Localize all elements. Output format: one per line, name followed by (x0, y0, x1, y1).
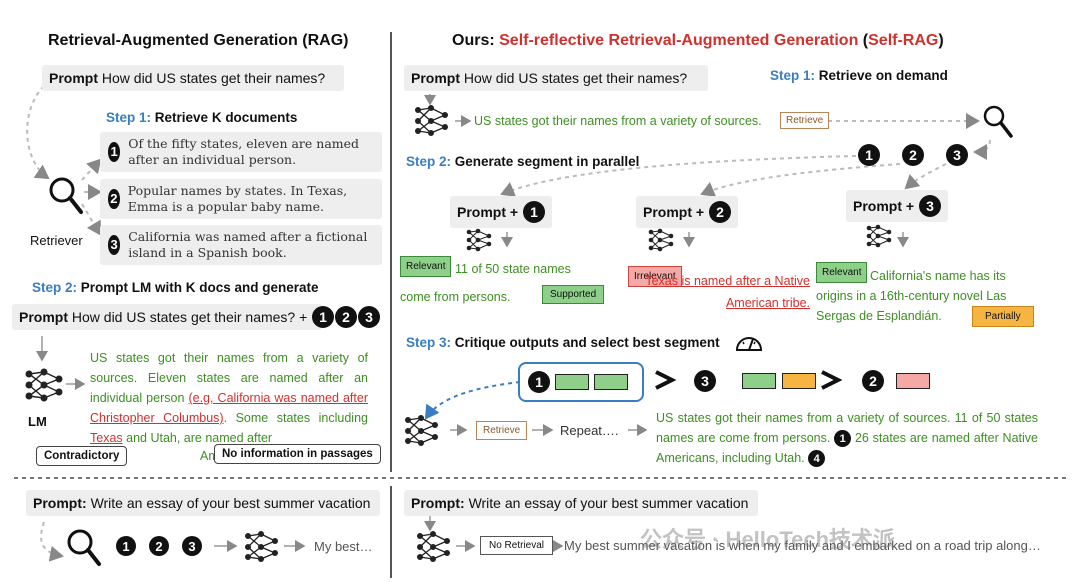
number-2-badge: 2 (108, 189, 120, 209)
relevant-tag-3: Relevant (816, 262, 868, 283)
rag-step2: Step 2: Prompt LM with K docs and genera… (32, 280, 319, 295)
neural-network-icon (245, 531, 278, 562)
number-1-badge: 1 (108, 142, 121, 162)
selfrag-bottom-output: My best summer vacation is when my famil… (564, 538, 1041, 553)
number-4-badge: 4 (808, 450, 826, 468)
retriever-label: Retriever (30, 233, 83, 248)
selfrag-title: Ours: Self-reflective Retrieval-Augmente… (452, 32, 944, 49)
partially-tag: Partially (972, 306, 1034, 327)
segment-2-text: Texas is named after a Native American t… (645, 274, 810, 310)
rag-output-text: US states got their names from a variety… (90, 351, 368, 445)
rag-prompt: Prompt How did US states get their names… (42, 65, 344, 91)
selfrag-final-output: US states got their names from a variety… (656, 408, 1038, 468)
neural-network-icon (415, 105, 448, 136)
irrelevant-tag: Irrelevant (628, 266, 682, 287)
segment-3-text: California's name has its origins in a 1… (816, 269, 1007, 323)
neural-network-icon (648, 228, 674, 252)
segment-3-rank: 3 (694, 370, 816, 392)
prompt-plus-2: Prompt +2 (636, 196, 739, 228)
supported-bar (594, 374, 628, 390)
segment-1-line2: come from persons. (400, 290, 511, 304)
retrieve-tag-2: Retrieve (476, 421, 528, 440)
rag-bottom-badges: 1 2 3 (116, 536, 202, 556)
gauge-icon (735, 337, 763, 351)
prompt-plus-3: Prompt +3 (846, 190, 949, 222)
selfrag-step3: Step 3: Critique outputs and select best… (406, 335, 720, 350)
no-info-label: No information in passages (214, 444, 381, 464)
selfrag-bottom-prompt: Prompt: Write an essay of your best summ… (404, 490, 758, 516)
supported-tag: Supported (542, 285, 605, 304)
relevant-tag-1: Relevant (400, 256, 452, 277)
rag-doc-badges: 1 2 3 (312, 306, 380, 328)
rag-title: Retrieval-Augmented Generation (RAG) (48, 32, 349, 49)
rag-bottom-output: My best… (314, 539, 373, 554)
selfrag-prompt: Prompt How did US states get their names… (404, 65, 708, 91)
rag-bottom-prompt: Prompt: Write an essay of your best summ… (26, 490, 380, 516)
left-curve-arrow (26, 85, 50, 180)
search-icon (67, 529, 101, 566)
number-3-badge: 3 (108, 235, 121, 255)
neural-network-icon (417, 531, 450, 562)
greater-than-icon (655, 370, 676, 390)
watermark: 公众号 · HelloTech技术派 (640, 527, 896, 552)
relevant-bar (555, 374, 589, 390)
segment-2-rank: 2 (862, 370, 930, 392)
repeat-label: Repeat…. (560, 423, 619, 438)
neural-network-icon (25, 368, 63, 402)
selfrag-step1: Step 1: Retrieve on demand (770, 68, 948, 83)
rag-doc-3: 3 California was named after a fictional… (100, 225, 382, 265)
best-segment-box: 1 (518, 362, 644, 402)
no-retrieval-tag: No Retrieval (480, 536, 554, 555)
neural-network-icon (466, 228, 492, 252)
rag-prompt-2: Prompt How did US states get their names… (12, 304, 322, 330)
contradictory-label: Contradictory (36, 446, 128, 466)
rag-doc-2: 2 Popular names by states. In Texas, Emm… (100, 179, 382, 219)
prompt-plus-1: Prompt +1 (450, 196, 553, 228)
selfrag-step2: Step 2: Generate segment in parallel (406, 154, 640, 169)
neural-network-icon (405, 415, 438, 446)
rag-step1: Step 1: Retrieve K documents (106, 110, 298, 125)
retrieve-tag: Retrieve (780, 112, 830, 129)
selfrag-seg0: US states got their names from a variety… (474, 114, 762, 128)
lm-label: LM (28, 414, 47, 429)
neural-network-icon (866, 224, 892, 248)
search-icon (49, 177, 83, 214)
segment-1-line1: 11 of 50 state names (455, 262, 571, 276)
rag-doc-1: 1 Of the fifty states, eleven are named … (100, 132, 382, 172)
selfrag-doc-badges: 1 2 3 (858, 144, 968, 166)
greater-than-icon (821, 370, 842, 390)
search-icon (983, 105, 1013, 138)
